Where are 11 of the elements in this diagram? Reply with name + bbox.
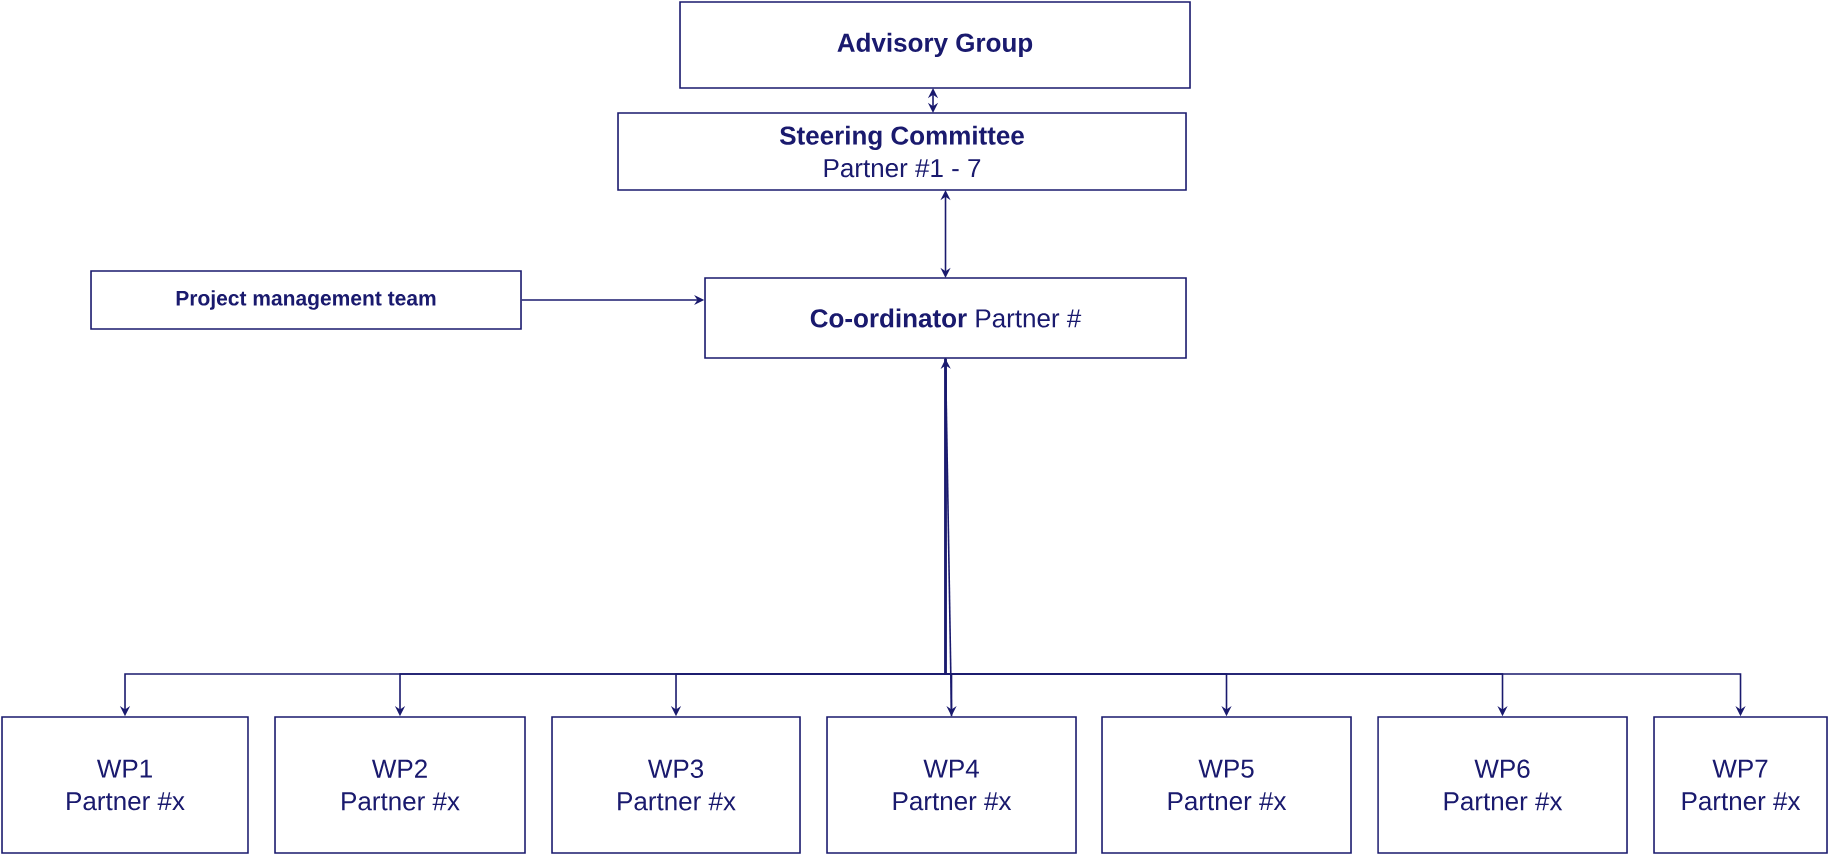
work-package-box: WP4 Partner #x bbox=[826, 716, 1077, 854]
team-box: Project management team bbox=[90, 270, 522, 330]
work-package-box: WP3 Partner #x bbox=[551, 716, 801, 854]
work-package-box: WP7 Partner #x bbox=[1653, 716, 1828, 854]
coordinator-box: Co-ordinator Partner # bbox=[704, 277, 1187, 359]
committee-box: Steering Committee Partner #1 - 7 bbox=[617, 112, 1187, 191]
work-package-box: WP2 Partner #x bbox=[274, 716, 526, 854]
group-box: Advisory Group bbox=[679, 1, 1191, 89]
work-package-box: WP1 Partner #x bbox=[1, 716, 249, 854]
work-package-box: WP5 Partner #x bbox=[1101, 716, 1352, 854]
work-package-box: WP6 Partner #x bbox=[1377, 716, 1628, 854]
